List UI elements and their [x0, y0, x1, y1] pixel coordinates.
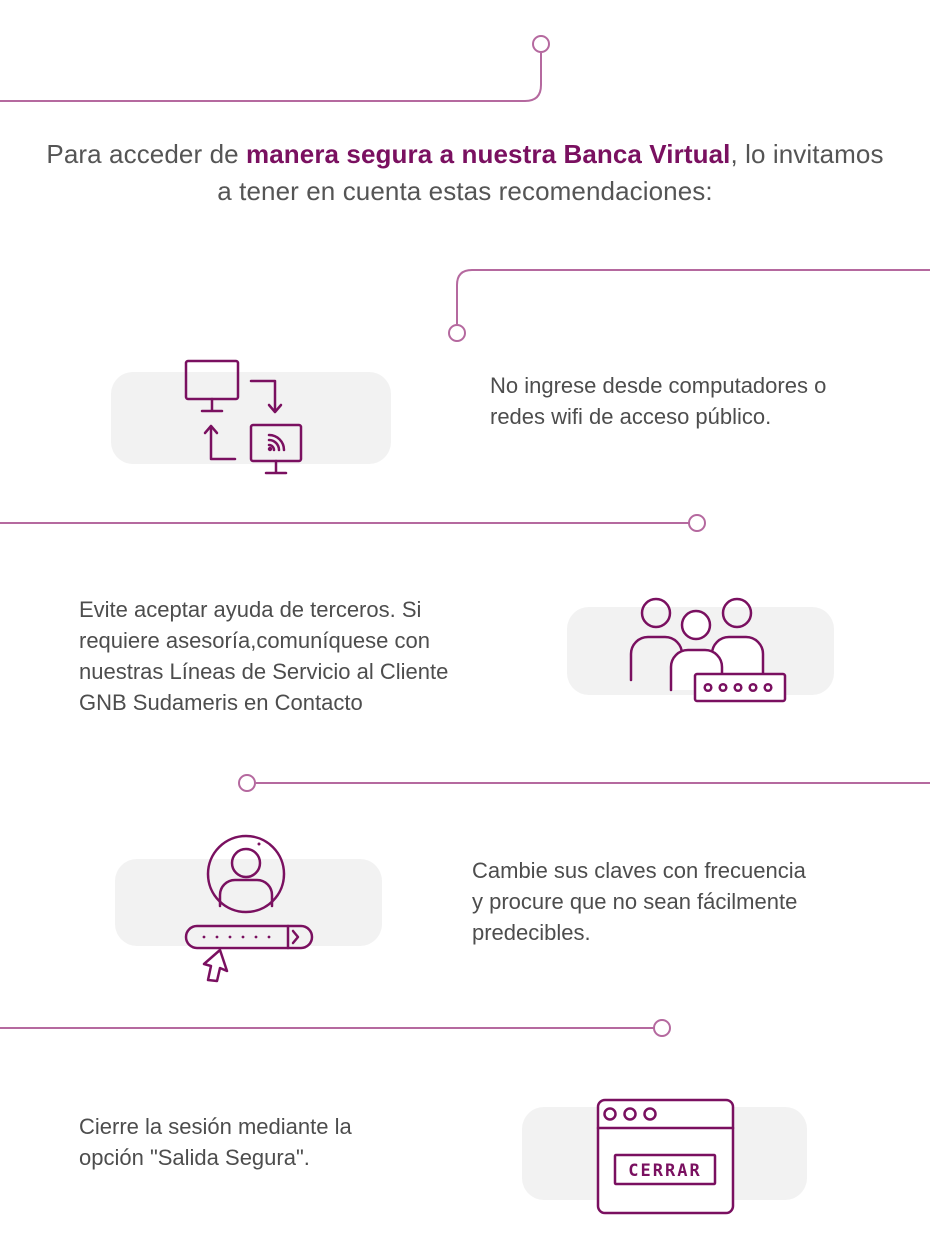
connector-node: [532, 35, 550, 53]
close-button-label: CERRAR: [628, 1161, 701, 1181]
connector-line-1: [456, 269, 930, 324]
close-button-box: [613, 1153, 717, 1186]
intro-highlight: manera segura a nuestra Banca Virtual: [246, 139, 731, 169]
connector-node: [653, 1019, 671, 1037]
tip-1-text: No ingrese desde computadores o redes wi…: [490, 373, 827, 429]
monitor-wifi-transfer-icon: [184, 359, 303, 475]
connector-line-top: [0, 53, 542, 102]
connector-node: [238, 774, 256, 792]
tip-3-icon-card: [115, 859, 382, 946]
intro-text-start: Para acceder de: [46, 139, 247, 169]
connector-node: [448, 324, 466, 342]
intro-text-end: , lo invitamos a tener en cuenta estas r…: [217, 139, 884, 206]
tip-3-text: Cambie sus claves con frecuencia y procu…: [472, 858, 806, 945]
browser-close-window-icon: CERRAR: [596, 1098, 735, 1215]
people-password-icon: [629, 597, 787, 703]
tip-4-text: Cierre la sesión mediante la opción "Sal…: [79, 1114, 352, 1170]
intro-text: Para acceder de manera segura a nuestra …: [40, 136, 890, 210]
tip-2-text: Evite aceptar ayuda de terceros. Si requ…: [79, 597, 449, 715]
user-login-icon: [184, 834, 314, 983]
connector-node: [688, 514, 706, 532]
